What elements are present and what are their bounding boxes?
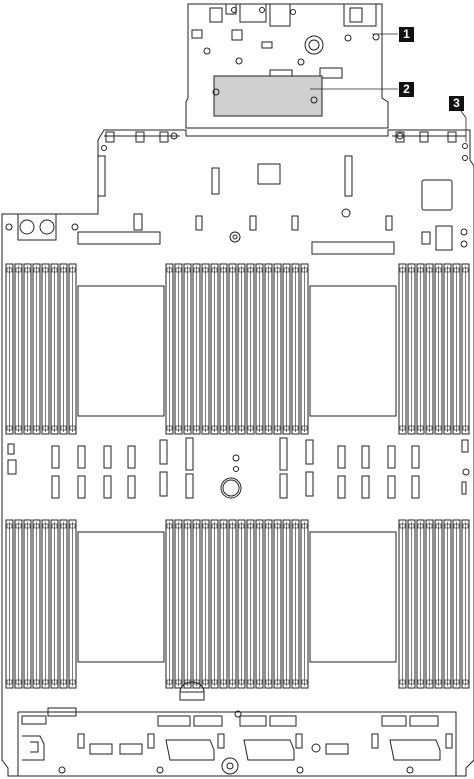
dimm-slot bbox=[32, 263, 41, 435]
dimm-slot bbox=[300, 519, 309, 689]
dimm-slot bbox=[255, 263, 264, 435]
bottom-section bbox=[17, 711, 457, 776]
dimm-slot bbox=[300, 263, 309, 435]
cpu-area-top-left bbox=[77, 285, 165, 417]
dimm-slot bbox=[273, 263, 282, 435]
dimm-slot bbox=[183, 263, 192, 435]
dimm-slot bbox=[165, 519, 174, 689]
dimm-slot bbox=[434, 519, 443, 689]
dimm-slot bbox=[264, 519, 273, 689]
dimm-slot bbox=[50, 519, 59, 689]
dimm-slot bbox=[5, 263, 14, 435]
dimm-group-top-left bbox=[5, 263, 77, 435]
dimm-slot bbox=[443, 263, 452, 435]
dimm-slot bbox=[59, 263, 68, 435]
dimm-slot bbox=[50, 263, 59, 435]
top-edge-connectors bbox=[101, 131, 468, 161]
dimm-slot bbox=[68, 519, 77, 689]
dimm-slot bbox=[14, 519, 23, 689]
dimm-slot bbox=[461, 263, 470, 435]
dimm-slot bbox=[165, 263, 174, 435]
bottom-connectors bbox=[21, 707, 453, 775]
dimm-slot bbox=[210, 263, 219, 435]
dimm-slot bbox=[246, 263, 255, 435]
horizontal-slot-left bbox=[77, 231, 161, 245]
cpu-area-top-right bbox=[309, 285, 397, 417]
dimm-slot bbox=[228, 263, 237, 435]
dimm-slot bbox=[23, 519, 32, 689]
dimm-group-bottom-center bbox=[165, 519, 309, 689]
dimm-slot bbox=[291, 263, 300, 435]
dimm-slot bbox=[452, 519, 461, 689]
cmos-battery bbox=[179, 681, 205, 701]
dimm-slot bbox=[398, 519, 407, 689]
dimm-slot bbox=[407, 263, 416, 435]
chip-square bbox=[257, 163, 281, 185]
dimm-slot bbox=[41, 519, 50, 689]
processor-chip bbox=[421, 179, 453, 211]
dimm-slot bbox=[425, 519, 434, 689]
dimm-slot bbox=[32, 519, 41, 689]
dimm-slot bbox=[452, 263, 461, 435]
dimm-slot bbox=[228, 519, 237, 689]
callout-2: 2 bbox=[399, 82, 414, 97]
fan-connectors bbox=[133, 213, 393, 231]
dimm-slot bbox=[461, 519, 470, 689]
dimm-slot bbox=[255, 519, 264, 689]
dimm-slot bbox=[282, 519, 291, 689]
dimm-slot bbox=[416, 263, 425, 435]
dimm-group-bottom-right bbox=[398, 519, 470, 689]
callout-3: 3 bbox=[449, 96, 464, 111]
dimm-slot bbox=[434, 263, 443, 435]
dimm-group-top-right bbox=[398, 263, 470, 435]
dimm-slot bbox=[425, 263, 434, 435]
dimm-slot bbox=[219, 263, 228, 435]
dimm-slot bbox=[443, 519, 452, 689]
dimm-slot bbox=[416, 519, 425, 689]
dimm-slot bbox=[264, 263, 273, 435]
dimm-slot bbox=[59, 519, 68, 689]
dimm-slot bbox=[192, 519, 201, 689]
dimm-slot bbox=[183, 519, 192, 689]
dimm-slot bbox=[68, 263, 77, 435]
mid-connectors bbox=[7, 437, 470, 499]
dimm-slot bbox=[407, 519, 416, 689]
dimm-slot bbox=[237, 519, 246, 689]
dimm-group-bottom-left bbox=[5, 519, 77, 689]
highlighted-module bbox=[212, 75, 323, 117]
dimm-slot bbox=[192, 263, 201, 435]
dimm-slot bbox=[14, 263, 23, 435]
left-jacks bbox=[5, 213, 79, 241]
dimm-slot bbox=[210, 519, 219, 689]
dimm-slot bbox=[273, 519, 282, 689]
dimm-slot bbox=[174, 519, 183, 689]
dimm-slot bbox=[201, 263, 210, 435]
callout-leaders bbox=[310, 33, 467, 142]
dimm-slot bbox=[41, 263, 50, 435]
dimm-slot bbox=[23, 263, 32, 435]
dimm-group-top-center bbox=[165, 263, 309, 435]
horizontal-slot-right bbox=[311, 241, 395, 255]
dimm-slot bbox=[282, 263, 291, 435]
dimm-slot bbox=[201, 519, 210, 689]
dimm-slot bbox=[219, 519, 228, 689]
dimm-slot bbox=[5, 519, 14, 689]
dimm-slot bbox=[246, 519, 255, 689]
dimm-slot bbox=[398, 263, 407, 435]
dimm-slot bbox=[237, 263, 246, 435]
dimm-slot bbox=[174, 263, 183, 435]
riser-slots bbox=[97, 155, 353, 197]
dimm-slot bbox=[291, 519, 300, 689]
callout-1: 1 bbox=[399, 27, 414, 42]
cpu-area-bottom-right bbox=[309, 531, 397, 663]
cpu-area-bottom-left bbox=[77, 531, 165, 663]
